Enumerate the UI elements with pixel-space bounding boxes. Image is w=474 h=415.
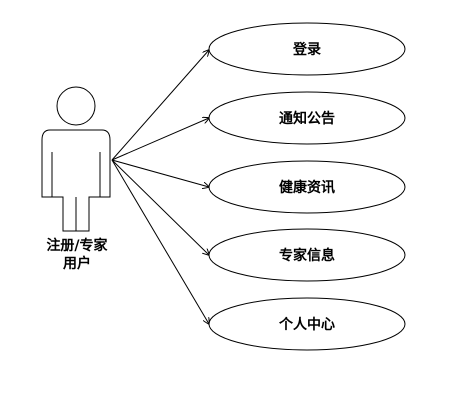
association-arrow-health-news xyxy=(111,159,209,187)
use-case-notice[interactable] xyxy=(208,91,406,145)
use-case-personal-center[interactable] xyxy=(208,297,406,351)
actor-label-line2: 用户 xyxy=(63,255,91,272)
actor-figure xyxy=(41,86,111,232)
actor-body xyxy=(41,129,111,232)
use-case-login[interactable] xyxy=(208,22,406,76)
association-arrow-personal-center xyxy=(111,159,209,324)
use-case-label-login: 登录 xyxy=(292,41,321,58)
actor-label-line1: 注册/专家 xyxy=(46,237,108,254)
use-case-label-health-news: 健康资讯 xyxy=(279,179,335,196)
association-arrow-login xyxy=(111,50,209,161)
use-case-health-news[interactable] xyxy=(208,160,406,214)
use-case-label-notice: 通知公告 xyxy=(279,110,335,127)
use-case-expert-info[interactable] xyxy=(208,228,406,282)
association-arrow-notice xyxy=(111,118,209,161)
actor-head xyxy=(56,86,96,126)
association-arrow-expert-info xyxy=(111,159,209,255)
use-case-label-expert-info: 专家信息 xyxy=(279,247,335,264)
use-case-label-personal-center: 个人中心 xyxy=(278,316,335,333)
